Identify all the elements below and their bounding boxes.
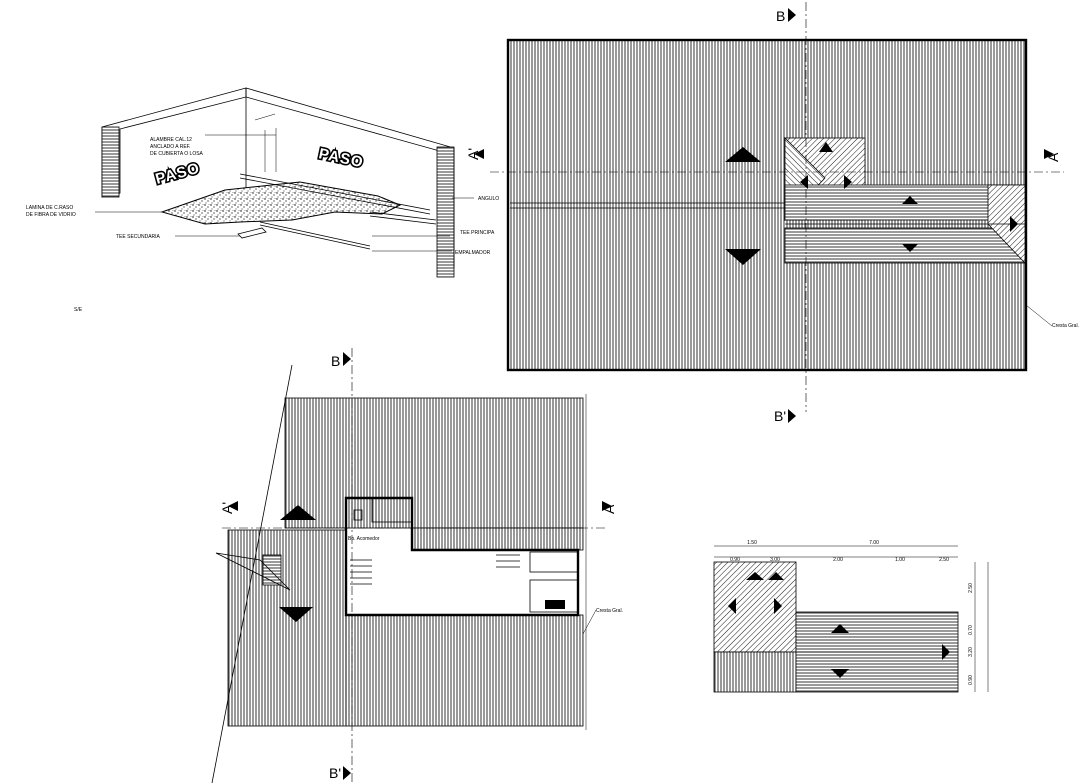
side-dimension-2: 3.20 [968, 647, 974, 657]
top-dimension-1: 7.00 [869, 540, 879, 546]
ceiling-isometric-detail: ALAMBRE CAL.12 ANCLADO A REF. DE CUBIERT… [26, 87, 499, 313]
right-wall [245, 87, 455, 156]
small-plan-dimensions: 1.50 7.00 0.90 3.00 2.00 1.00 2.50 2.50 0.70 3.20… [730, 540, 974, 685]
wall-label-left: PASO [154, 160, 202, 188]
floor-arrow-down [279, 607, 313, 622]
side-dimension-0: 2.50 [968, 583, 974, 593]
floor-section-a-right: A [601, 504, 617, 514]
floor-arrow-up [280, 505, 316, 520]
ceiling-tile [160, 181, 402, 225]
label-angulo: ANGULO [478, 196, 499, 202]
top-dimension-6: 2.50 [939, 557, 949, 563]
label-alambre-1: ALAMBRE CAL.12 [150, 137, 192, 143]
floor-note: Cresta Gral. [596, 608, 623, 614]
label-lamina-1: LAMINA DE C.RASO [26, 205, 73, 211]
floor-section-b-bottom: B' [329, 765, 341, 781]
label-empalmador: EMPALMADOR [455, 250, 491, 256]
label-lamina-2: DE FIBRA DE VIDRIO [26, 212, 76, 218]
label-alambre-3: DE CUBIERTA O LOSA [150, 151, 204, 157]
label-tee-principal: TEE PRINCIPA [460, 230, 495, 236]
slope-arrow-up [725, 147, 761, 162]
slope-arrow-down [725, 249, 761, 265]
top-dimension-4: 2.00 [833, 557, 843, 563]
label-tee-secundaria: TEE SECUNDARIA [116, 234, 161, 240]
scale-note: S/E [74, 307, 83, 313]
side-note: Cresta Gral. [1052, 323, 1079, 329]
section-a-left: A' [465, 148, 481, 160]
label-alambre-2: ANCLADO A REF. [150, 144, 191, 150]
room-label: Bo. Acomedor [348, 536, 380, 542]
floor-plan: Bo. Acomedor B B' A' A Cresta Gral. [211, 348, 623, 783]
floor-section-b-top: B [331, 353, 340, 369]
side-dimension-3: 0.90 [968, 675, 974, 685]
left-wall-hatch [101, 126, 120, 198]
top-dimension-0: 1.50 [747, 540, 757, 546]
top-dimension-2: 0.90 [730, 557, 740, 563]
section-b-top: B [776, 8, 785, 24]
top-dimension-3: 3.00 [770, 557, 780, 563]
floor-section-a-left: A' [219, 502, 235, 514]
small-roof-plan [713, 545, 989, 693]
section-b-bottom: B' [774, 408, 786, 424]
side-dimension-1: 0.70 [968, 625, 974, 635]
wall-label-right: PASO [317, 145, 365, 171]
section-a-right: A [1045, 152, 1061, 162]
top-dimension-5: 1.00 [895, 557, 905, 563]
right-wall-hatch [436, 146, 455, 278]
roof-plan-top: B B' A' A Cresta Gral. [465, 2, 1079, 424]
